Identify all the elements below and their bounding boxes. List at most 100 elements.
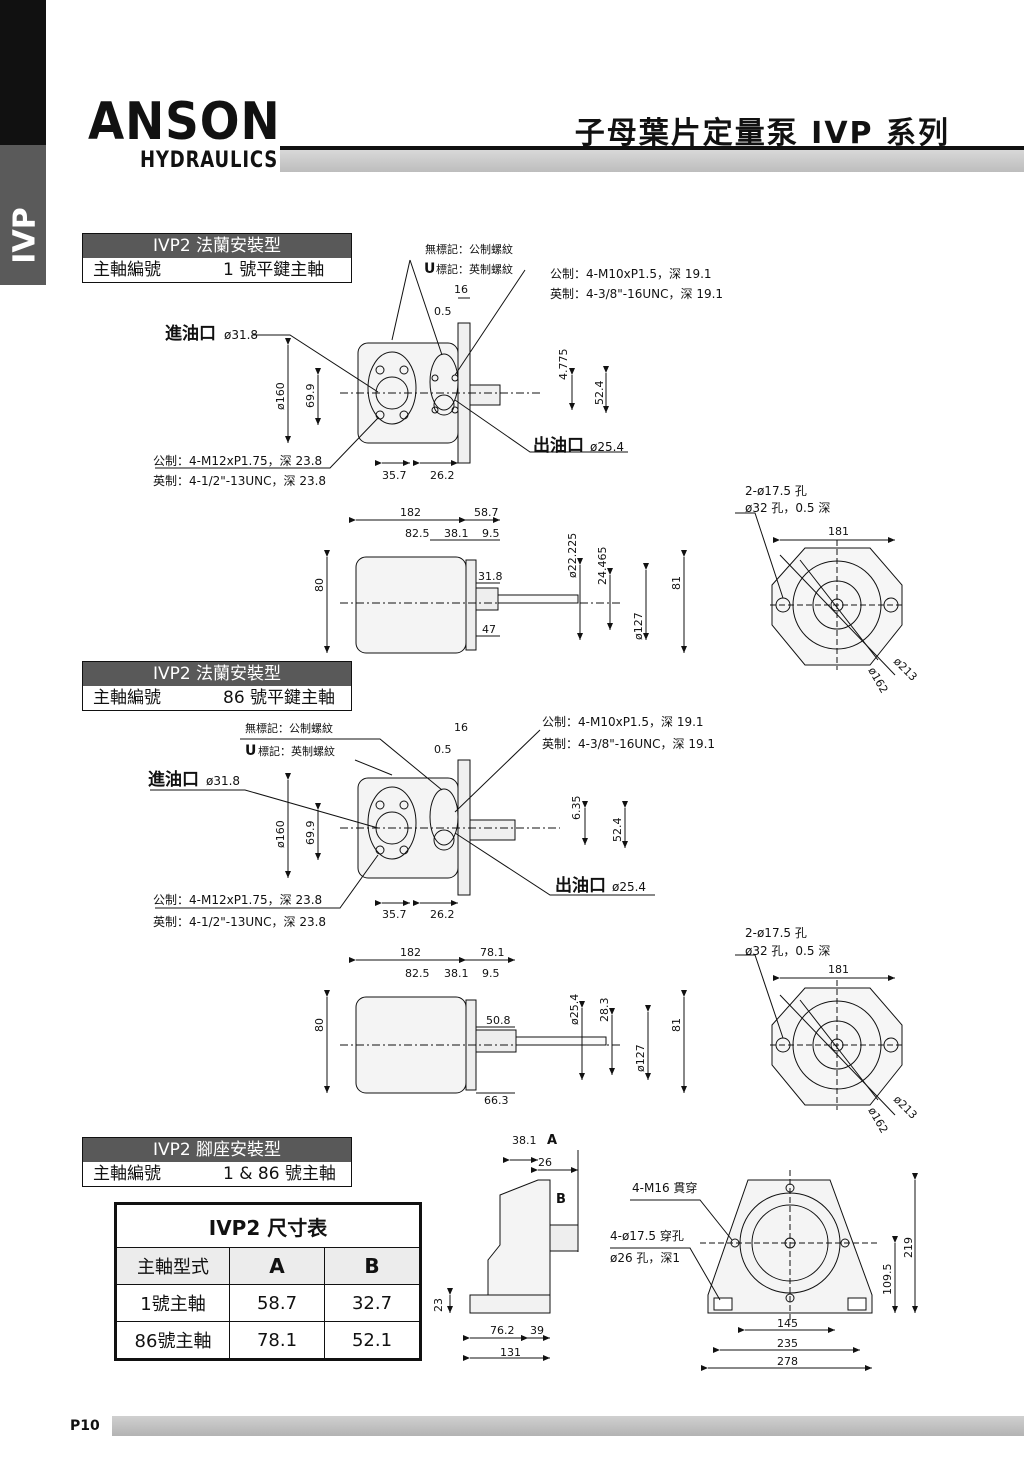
dim-131: 131 [500,1346,521,1359]
dim-35-7: 35.7 [382,469,407,482]
outlet-label: 出油口 [555,875,606,896]
table-cell: 78.1 [229,1321,325,1360]
row-label: 主軸編號 [93,260,161,280]
dim-0-5: 0.5 [434,305,452,318]
dim-4-775: 4.775 [557,349,570,381]
dim-31-8: 31.8 [478,570,503,583]
dim-81: 81 [670,576,683,590]
note-no-mark: 無標記：公制螺紋 [425,242,513,256]
dim-dia-25-4: ø25.4 [568,994,581,1025]
dim-219: 219 [902,1237,915,1258]
dim-0-5: 0.5 [434,743,452,756]
side-black-bar [0,0,46,145]
dim-dia-162: ø162 [865,665,890,696]
dim-50-8: 50.8 [486,1014,511,1027]
u-mark: U [424,261,435,277]
side-tab [0,145,46,285]
table-title: IVP2 尺寸表 [115,1203,421,1248]
row-value: 1 & 86 號主軸 [223,1164,336,1184]
dimension-table: IVP2 尺寸表 主軸型式 A B 1號主軸 58.7 32.7 86號主軸 7… [114,1202,422,1361]
dim-dia-160: ø160 [274,382,287,410]
outlet-imperial: 英制：4-3/8"-16UNC，深 19.1 [542,737,715,751]
drawing1-flange-view [735,512,905,676]
dim-69-9: 69.9 [304,384,317,409]
outlet-size: ø25.4 [612,880,646,894]
dim-6-35: 6.35 [570,796,583,821]
dim-182: 182 [400,946,421,959]
dim-39: 39 [530,1324,544,1337]
outlet-imperial: 英制：4-3/8"-16UNC，深 19.1 [550,287,723,301]
dim-dia-127: ø127 [634,1044,647,1072]
dim-label-b: B [556,1192,566,1207]
table-row: 1號主軸 58.7 32.7 [115,1284,421,1322]
outlet-size: ø25.4 [590,440,624,454]
header-rule [280,146,1024,150]
section-label-1: IVP2 法蘭安裝型 主軸編號 1 號平鍵主軸 [82,233,352,283]
dim-dia-213: ø213 [891,655,920,684]
dim-dia-127: ø127 [632,612,645,640]
dim-16: 16 [454,721,468,734]
page-number: P10 [70,1418,100,1434]
section-title: IVP2 腳座安裝型 [83,1138,351,1162]
dim-9-5: 9.5 [482,967,500,980]
inlet-metric: 公制：4-M12xP1.75，深 23.8 [153,454,322,468]
drawing2-front-view [150,729,655,909]
dim-109-5: 109.5 [881,1264,894,1296]
dim-52-4: 52.4 [593,381,606,406]
row-value: 1 號平鍵主軸 [223,260,325,280]
dim-dia-162: ø162 [865,1105,890,1136]
section-title: IVP2 法蘭安裝型 [83,234,351,258]
dim-66-3: 66.3 [484,1094,509,1107]
table-cell: 1號主軸 [115,1284,230,1322]
dim-82-5: 82.5 [405,527,430,540]
dim-181: 181 [828,963,849,976]
brand-sub: HYDRAULICS [140,148,279,173]
drawing2-side-view [324,957,687,1094]
flange-counterbore: ø32 孔，0.5 深 [745,501,830,515]
footer-band [112,1416,1024,1436]
flange-holes: 2-ø17.5 孔 [745,484,807,498]
dim-80: 80 [313,578,326,592]
dim-38-1: 38.1 [444,527,469,540]
row-label: 主軸編號 [93,1164,161,1184]
outlet-metric: 公制：4-M10xP1.5，深 19.1 [550,267,712,281]
dim-label-a: A [547,1133,557,1148]
dim-182: 182 [400,506,421,519]
dim-58-7: 58.7 [474,506,499,519]
foot-front-view [610,1170,918,1371]
foot-counterbore: ø26 孔，深1 [610,1251,680,1265]
dim-181: 181 [828,525,849,538]
dim-dia-160: ø160 [274,820,287,848]
note-no-mark: 無標記：公制螺紋 [245,721,333,735]
dim-82-5: 82.5 [405,967,430,980]
table-cell: 52.1 [324,1321,421,1360]
inlet-metric: 公制：4-M12xP1.75，深 23.8 [153,893,322,907]
dim-47: 47 [482,623,496,636]
dim-78-1: 78.1 [480,946,505,959]
dim-38-1: 38.1 [444,967,469,980]
foot-side-view [447,1150,579,1361]
note-u-mark: 標記：英制螺紋 [436,262,513,276]
dim-76-2: 76.2 [490,1324,515,1337]
foot-holes: 4-ø17.5 穿孔 [610,1228,684,1243]
dim-38-1: 38.1 [512,1134,537,1147]
section-label-3: IVP2 腳座安裝型 主軸編號 1 & 86 號主軸 [82,1137,352,1187]
u-mark: U [245,743,256,759]
inlet-imperial: 英制：4-1/2"-13UNC，深 23.8 [153,474,326,488]
dim-69-9: 69.9 [304,821,317,846]
dim-16: 16 [454,283,468,296]
outlet-label: 出油口 [533,435,584,456]
dim-24-465: 24.465 [596,547,609,586]
dim-dia-22-225: ø22.225 [566,533,579,578]
dim-9-5: 9.5 [482,527,500,540]
dim-145: 145 [777,1317,798,1330]
drawing1-front-view [155,259,628,469]
page-title: 子母葉片定量泵 IVP 系列 [574,116,950,151]
dim-52-4: 52.4 [611,818,624,843]
table-header: A [229,1247,325,1285]
dim-dia-213: ø213 [891,1093,920,1122]
table-cell: 58.7 [229,1284,325,1322]
table-row: 86號主軸 78.1 52.1 [115,1321,421,1360]
